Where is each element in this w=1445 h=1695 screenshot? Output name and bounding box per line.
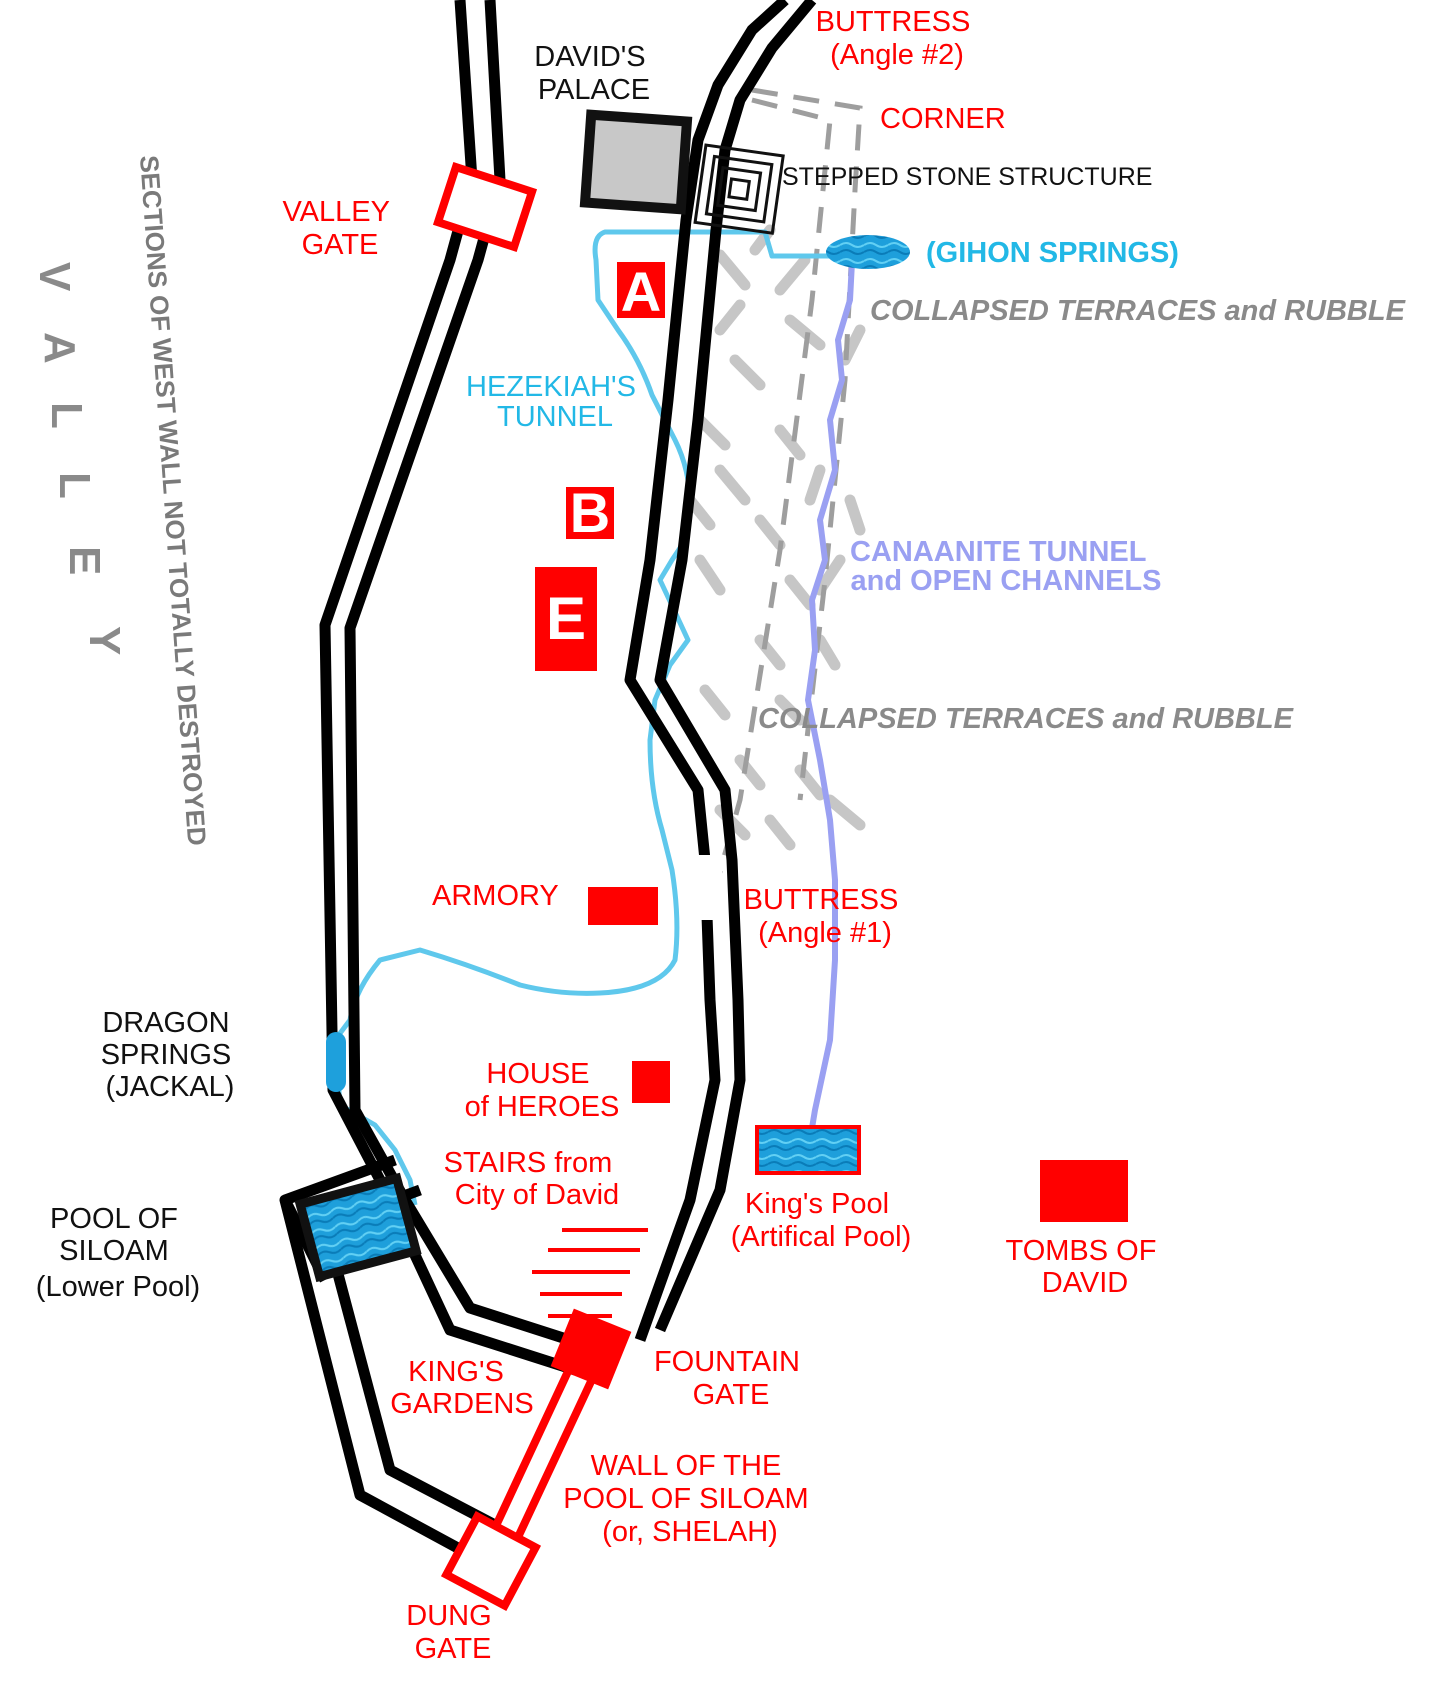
valley-label: V A L L E Y: [30, 262, 129, 655]
gihon-springs-label: (GIHON SPRINGS): [926, 237, 1179, 269]
tombs-of-david-block: [1040, 1160, 1128, 1222]
kings-gardens-label: KING'S GARDENS: [390, 1356, 533, 1420]
house-of-heroes-block: [632, 1061, 670, 1103]
svg-text:L: L: [50, 472, 99, 499]
davids-palace-label: DAVID'S PALACE: [534, 41, 653, 106]
svg-text:E: E: [60, 546, 109, 575]
marker-a: A: [621, 260, 661, 323]
pool-of-siloam-basin: [294, 1172, 422, 1283]
svg-text:A: A: [35, 332, 84, 364]
city-walls: [279, 0, 817, 1565]
svg-text:Y: Y: [80, 626, 129, 655]
marker-b-box: [566, 487, 614, 539]
canaanite-tunnel-label: CANAANITE TUNNEL and OPEN CHANNELS: [850, 536, 1161, 597]
valley-gate: [432, 162, 538, 252]
kings-pool-basin: [755, 1125, 861, 1175]
collapsed-terraces-lower-label: COLLAPSED TERRACES and RUBBLE: [758, 703, 1295, 735]
svg-text:L: L: [42, 402, 91, 429]
marker-b: B: [570, 481, 610, 544]
davids-palace: [579, 109, 693, 215]
west-wall-note: SECTIONS OF WEST WALL NOT TOTALLY DESTRO…: [134, 154, 212, 846]
hezekiahs-tunnel-line: [332, 229, 838, 1206]
dragon-springs-label: DRAGON SPRINGS (JACKAL): [101, 1007, 240, 1103]
valley-gate-label: VALLEY GATE: [282, 196, 397, 261]
wall-of-pool-label: WALL OF THE POOL OF SILOAM (or, SHELAH): [563, 1450, 817, 1548]
house-of-heroes-label: HOUSE of HEROES: [465, 1058, 620, 1123]
fountain-gate-label: FOUNTAIN GATE: [654, 1346, 808, 1411]
dashed-wall-outline: [709, 87, 863, 901]
pool-of-siloam-label: POOL OF SILOAM (Lower Pool): [36, 1203, 200, 1303]
dragon-springs-pool: [326, 1032, 346, 1092]
armory-label: ARMORY: [432, 880, 559, 912]
gihon-springs-pool: [826, 235, 910, 269]
collapsed-terraces-upper-label: COLLAPSED TERRACES and RUBBLE: [870, 295, 1407, 327]
marker-e: E: [546, 585, 586, 652]
stepped-stone-label: STEPPED STONE STRUCTURE: [782, 163, 1152, 191]
kings-pool-label: King's Pool (Artifical Pool): [731, 1188, 912, 1253]
marker-a-box: [617, 262, 665, 318]
tombs-of-david-label: TOMBS OF DAVID: [1006, 1235, 1165, 1299]
stairs: [532, 1228, 648, 1318]
buttress-angle1-label: BUTTRESS (Angle #1): [744, 884, 907, 949]
dung-gate-label: DUNG GATE: [406, 1600, 499, 1665]
rubble-field: [684, 224, 866, 851]
dung-gate: [440, 1510, 542, 1612]
armory-block: [588, 887, 658, 925]
marker-e-box: [535, 567, 597, 671]
corner-label: CORNER: [880, 103, 1006, 135]
stepped-stone-structure: [693, 143, 785, 235]
hezekiahs-tunnel-label: HEZEKIAH'S TUNNEL: [466, 371, 644, 433]
buttress-angle2-label: BUTTRESS (Angle #2): [816, 6, 979, 71]
canaanite-tunnel-line: [805, 261, 855, 1129]
stairs-label: STAIRS from City of David: [444, 1147, 621, 1211]
svg-text:V: V: [30, 262, 79, 292]
fountain-gate: [550, 1308, 632, 1390]
